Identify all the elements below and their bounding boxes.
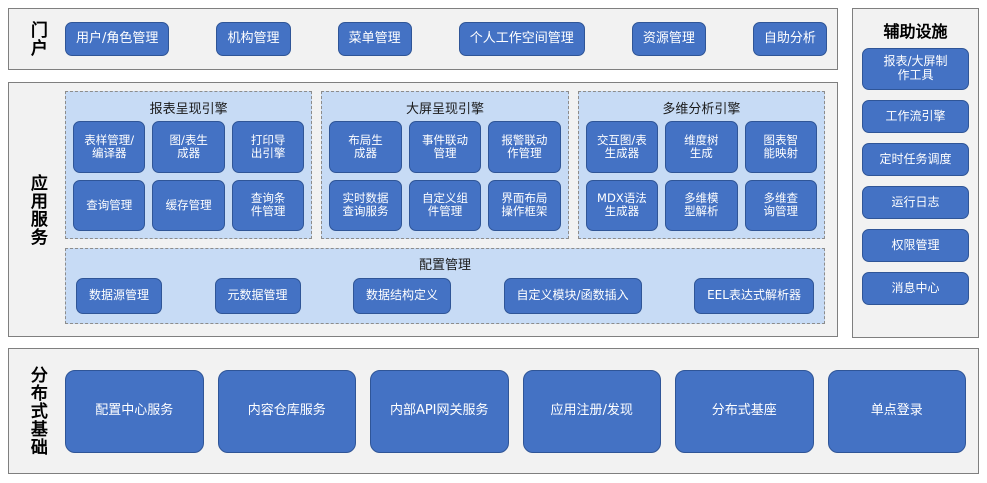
auxiliary-facilities-title: 辅助设施	[883, 22, 948, 41]
engine-button-多维查-询管理[interactable]: 多维查 询管理	[744, 179, 817, 231]
config-button-数据源管理[interactable]: 数据源管理	[76, 277, 163, 314]
engine-button-图表智-能映射[interactable]: 图表智 能映射	[744, 121, 817, 173]
aux-button-运行日志[interactable]: 运行日志	[862, 186, 969, 219]
distributed-base-panel: 分布式基础 配置中心服务内容仓库服务内部API网关服务应用注册/发现分布式基座单…	[8, 348, 979, 474]
engine-button-缓存管理[interactable]: 缓存管理	[152, 179, 225, 231]
engine-button-mdx语法-生成器[interactable]: MDX语法 生成器	[585, 179, 659, 231]
application-services-label: 应用服务	[26, 173, 47, 246]
base-button-内容仓库服务[interactable]: 内容仓库服务	[217, 369, 356, 453]
portal-layer-panel: 门户 用户/角色管理 机构管理 菜单管理 个人工作空间管理 资源管理 自助分析	[8, 8, 838, 70]
config-management-title: 配置管理	[418, 258, 471, 273]
engine-button-自定义组-件管理[interactable]: 自定义组 件管理	[408, 179, 482, 231]
engine-group-报表呈现引擎: 报表呈现引擎表样管理/ 编译器图/表生 成器打印导 出引擎查询管理缓存管理查询条…	[65, 91, 313, 239]
engine-grid-报表呈现引擎: 表样管理/ 编译器图/表生 成器打印导 出引擎查询管理缓存管理查询条 件管理	[73, 121, 305, 231]
base-button-分布式基座[interactable]: 分布式基座	[675, 369, 814, 453]
engine-title-多维分析引擎: 多维分析引擎	[662, 102, 741, 117]
engine-button-报警联动-作管理[interactable]: 报警联动 作管理	[488, 121, 561, 173]
auxiliary-facilities-panel: 辅助设施 报表/大屏制 作工具工作流引擎定时任务调度运行日志权限管理消息中心	[852, 8, 979, 338]
portal-button-机构管理[interactable]: 机构管理	[216, 22, 291, 56]
portal-button-row: 用户/角色管理 机构管理 菜单管理 个人工作空间管理 资源管理 自助分析	[65, 9, 827, 69]
portal-button-自助分析[interactable]: 自助分析	[752, 22, 827, 56]
aux-button-权限管理[interactable]: 权限管理	[862, 229, 969, 262]
config-button-eel表达式解析器[interactable]: EEL表达式解析器	[694, 277, 814, 314]
distributed-base-row: 配置中心服务内容仓库服务内部API网关服务应用注册/发现分布式基座单点登录	[65, 349, 966, 473]
config-button-元数据管理[interactable]: 元数据管理	[214, 277, 301, 314]
aux-button-工作流引擎[interactable]: 工作流引擎	[862, 100, 969, 133]
portal-button-资源管理[interactable]: 资源管理	[631, 22, 706, 56]
portal-button-个人工作空间管理[interactable]: 个人工作空间管理	[458, 22, 585, 56]
engine-button-图-表生-成器[interactable]: 图/表生 成器	[152, 121, 225, 173]
engine-title-报表呈现引擎: 报表呈现引擎	[149, 102, 228, 117]
engine-button-表样管理--编译器[interactable]: 表样管理/ 编译器	[73, 121, 146, 173]
config-management-row: 数据源管理 元数据管理 数据结构定义 自定义模块/函数插入 EEL表达式解析器	[76, 277, 814, 314]
engine-grid-多维分析引擎: 交互图/表 生成器维度树 生成图表智 能映射 MDX语法 生成器多维模 型解析多维…	[585, 121, 817, 231]
engine-group-多维分析引擎: 多维分析引擎交互图/表 生成器维度树 生成图表智 能映射 MDX语法 生成器多维模…	[577, 91, 825, 239]
engines-row: 报表呈现引擎表样管理/ 编译器图/表生 成器打印导 出引擎查询管理缓存管理查询条…	[65, 91, 825, 239]
engine-group-大屏呈现引擎: 大屏呈现引擎布局生 成器事件联动 管理报警联动 作管理实时数据 查询服务自定义组…	[321, 91, 569, 239]
application-services-panel: 应用服务 报表呈现引擎表样管理/ 编译器图/表生 成器打印导 出引擎查询管理缓存…	[8, 82, 838, 337]
config-management-group: 配置管理 数据源管理 元数据管理 数据结构定义 自定义模块/函数插入 EEL表达式解析器	[65, 248, 825, 324]
config-button-自定义模块-函数插入[interactable]: 自定义模块/函数插入	[503, 277, 642, 314]
engine-button-维度树-生成[interactable]: 维度树 生成	[665, 121, 738, 173]
portal-button-菜单管理[interactable]: 菜单管理	[337, 22, 412, 56]
aux-button-定时任务调度[interactable]: 定时任务调度	[862, 143, 969, 176]
engine-button-交互图-表-生成器[interactable]: 交互图/表 生成器	[585, 121, 659, 173]
distributed-base-label: 分布式基础	[26, 366, 47, 456]
engine-button-布局生-成器[interactable]: 布局生 成器	[329, 121, 402, 173]
engine-button-事件联动-管理[interactable]: 事件联动 管理	[408, 121, 482, 173]
portal-button-用户-角色管理[interactable]: 用户/角色管理	[65, 22, 170, 56]
base-button-单点登录[interactable]: 单点登录	[827, 369, 966, 453]
engine-button-多维模-型解析[interactable]: 多维模 型解析	[665, 179, 738, 231]
engine-button-查询条-件管理[interactable]: 查询条 件管理	[231, 179, 305, 231]
engine-grid-大屏呈现引擎: 布局生 成器事件联动 管理报警联动 作管理实时数据 查询服务自定义组 件管理界面…	[329, 121, 561, 231]
portal-layer-label: 门户	[26, 21, 47, 57]
engine-button-实时数据-查询服务[interactable]: 实时数据 查询服务	[329, 179, 402, 231]
engine-title-大屏呈现引擎: 大屏呈现引擎	[405, 102, 484, 117]
base-button-应用注册-发现[interactable]: 应用注册/发现	[522, 369, 661, 453]
engine-button-查询管理[interactable]: 查询管理	[73, 179, 146, 231]
base-button-内部api网关服务[interactable]: 内部API网关服务	[370, 369, 509, 453]
engine-button-打印导-出引擎[interactable]: 打印导 出引擎	[231, 121, 305, 173]
aux-button-报表-大屏制-作工具[interactable]: 报表/大屏制 作工具	[862, 48, 969, 90]
application-services-content: 报表呈现引擎表样管理/ 编译器图/表生 成器打印导 出引擎查询管理缓存管理查询条…	[65, 91, 825, 328]
aux-button-消息中心[interactable]: 消息中心	[862, 272, 969, 305]
config-button-数据结构定义[interactable]: 数据结构定义	[353, 277, 452, 314]
base-button-配置中心服务[interactable]: 配置中心服务	[65, 369, 204, 453]
engine-button-界面布局-操作框架[interactable]: 界面布局 操作框架	[488, 179, 561, 231]
auxiliary-facilities-list: 报表/大屏制 作工具工作流引擎定时任务调度运行日志权限管理消息中心	[853, 48, 978, 305]
